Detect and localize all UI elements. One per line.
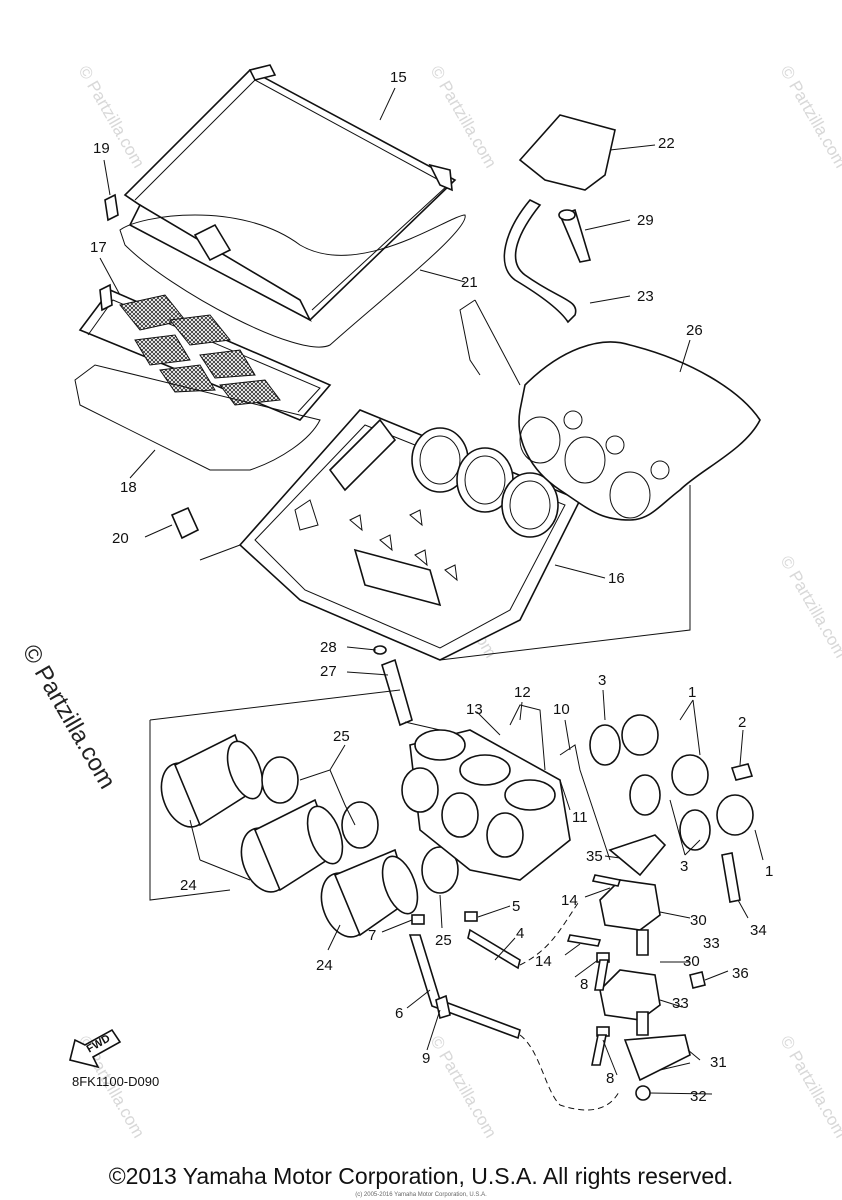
- cap-gasket: [119, 214, 466, 348]
- hose-clamp: [464, 911, 478, 922]
- watermark: © Partzilla.com: [427, 1033, 501, 1142]
- label-36: 36: [732, 965, 749, 982]
- element-seal: [74, 364, 321, 471]
- bracket: [608, 834, 667, 877]
- label-2: 2: [738, 714, 746, 731]
- label-11: 11: [572, 809, 588, 826]
- air-filter-case-cap: [123, 64, 457, 322]
- bolt: [721, 852, 741, 903]
- valve-bracket: [518, 114, 616, 191]
- hose-dashed: [519, 1034, 621, 1111]
- group-boundary: [404, 721, 441, 731]
- group-boundary: [199, 544, 241, 561]
- intake-sheet-holes: [519, 410, 670, 519]
- label-4: 4: [516, 925, 524, 942]
- hose-dashed: [519, 899, 581, 966]
- label-25: 25: [333, 728, 350, 745]
- bracket: [623, 1034, 691, 1082]
- label-1: 1: [688, 684, 696, 701]
- nut: [635, 1085, 651, 1101]
- hose: [408, 934, 521, 1040]
- label-5: 5: [512, 898, 520, 915]
- label-21: 21: [461, 274, 478, 291]
- label-1b: 1: [765, 863, 773, 880]
- watermark: © Partzilla.com: [75, 63, 149, 172]
- label-32: 32: [690, 1088, 707, 1105]
- intake-sheet: [518, 341, 761, 521]
- hose: [594, 959, 609, 991]
- fwd-arrow-icon: [69, 1028, 122, 1069]
- label-14b: 14: [535, 953, 552, 970]
- clip: [104, 193, 119, 222]
- watermark: © Partzilla.com: [777, 553, 842, 662]
- breather-hose: [503, 199, 577, 324]
- throttle-body: [401, 729, 571, 881]
- intake-joints: [160, 733, 419, 938]
- label-26: 26: [686, 322, 703, 339]
- screw: [689, 971, 706, 989]
- copyright-notice: ©2013 Yamaha Motor Corporation, U.S.A. A…: [108, 1163, 734, 1189]
- label-30b: 30: [683, 953, 700, 970]
- drain-hose: [381, 658, 413, 727]
- label-17: 17: [90, 239, 107, 256]
- label-18: 18: [120, 479, 137, 496]
- spacer: [636, 1011, 649, 1036]
- label-14: 14: [561, 892, 578, 909]
- diagram-code: 8FK1100-D090: [72, 1074, 160, 1089]
- label-3b: 3: [680, 858, 688, 875]
- label-8: 8: [580, 976, 588, 993]
- label-20: 20: [112, 530, 129, 547]
- group-boundary: [459, 299, 521, 386]
- group-boundary: [439, 485, 691, 661]
- carb-joints: [589, 714, 754, 851]
- label-29: 29: [637, 212, 654, 229]
- watermark: © Partzilla.com: [427, 63, 501, 172]
- group-boundary: [149, 689, 401, 901]
- joint-clamps: [261, 756, 459, 894]
- watermark: © Partzilla.com: [777, 63, 842, 172]
- label-31: 31: [710, 1054, 727, 1071]
- label-6: 6: [395, 1005, 403, 1022]
- label-28: 28: [320, 639, 337, 656]
- label-13: 13: [466, 701, 483, 718]
- label-34: 34: [750, 922, 767, 939]
- label-19: 19: [93, 140, 110, 157]
- bolt: [730, 763, 754, 781]
- spacer: [636, 929, 649, 956]
- watermark: © Partzilla.com: [777, 1033, 842, 1142]
- label-3: 3: [598, 672, 606, 689]
- hose-clamp: [411, 914, 425, 925]
- part-number-labels: 15 19 17 21 22 29 23 26 18 20 16 28 27 3…: [90, 69, 773, 1105]
- air-filter-case: [238, 409, 582, 661]
- label-30: 30: [690, 912, 707, 929]
- label-24: 24: [180, 877, 197, 894]
- label-9: 9: [422, 1050, 430, 1067]
- label-7: 7: [368, 927, 376, 944]
- air-cut-valves: [599, 879, 661, 1021]
- pipe-end: [558, 209, 576, 221]
- air-filter-element: [78, 283, 332, 421]
- pipe: [566, 934, 602, 947]
- label-12: 12: [514, 684, 531, 701]
- hose: [467, 928, 521, 970]
- label-25b: 25: [435, 932, 452, 949]
- label-8b: 8: [606, 1070, 614, 1087]
- label-16: 16: [608, 570, 625, 587]
- label-27: 27: [320, 663, 337, 680]
- leader-lines: [99, 87, 764, 1095]
- label-23: 23: [637, 288, 654, 305]
- pipe: [591, 874, 622, 887]
- hose: [509, 704, 546, 771]
- label-10: 10: [553, 701, 570, 718]
- label-22: 22: [658, 135, 675, 152]
- hose: [591, 1034, 607, 1066]
- label-35: 35: [586, 848, 603, 865]
- label-24b: 24: [316, 957, 333, 974]
- sponge: [170, 506, 200, 540]
- small-credit: (c) 2005-2016 Yamaha Motor Corporation, …: [355, 1192, 487, 1198]
- label-33b: 33: [672, 995, 689, 1012]
- label-33: 33: [703, 935, 720, 952]
- label-15: 15: [390, 69, 407, 86]
